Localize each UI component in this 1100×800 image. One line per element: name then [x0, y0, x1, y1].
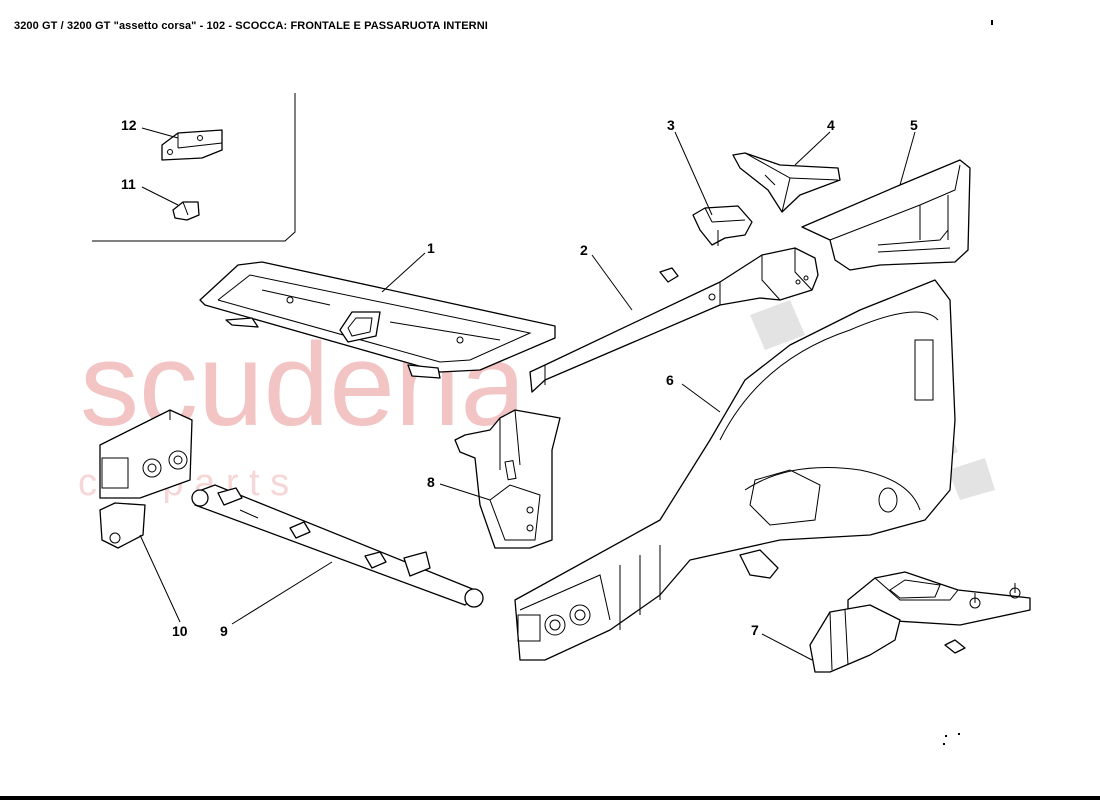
part-9-cross-tube[interactable]	[191, 484, 484, 608]
part-3-small-bracket[interactable]	[692, 205, 753, 246]
callout-3: 3	[667, 117, 675, 133]
callout-numbers: 12 11 1 2 3 4 5 6 7 8 9 10	[121, 117, 918, 639]
callout-5: 5	[910, 117, 918, 133]
part-2-upper-rail[interactable]	[529, 247, 819, 393]
part-4-bracket[interactable]	[732, 152, 841, 213]
scan-specks	[943, 20, 993, 745]
part-5-wheelarch-extension[interactable]	[801, 159, 971, 271]
leader-lines	[139, 127, 916, 661]
part-1-cross-panel[interactable]	[199, 261, 556, 379]
page-title: 3200 GT / 3200 GT "assetto corsa" - 102 …	[14, 20, 488, 32]
part-6-inner-wheelhouse[interactable]	[514, 279, 956, 661]
callout-6: 6	[666, 372, 674, 388]
bottom-border	[0, 796, 1100, 800]
callout-11: 11	[121, 176, 136, 192]
callout-12: 12	[121, 117, 137, 133]
callout-9: 9	[220, 623, 228, 639]
part-11-clip[interactable]	[172, 201, 200, 221]
callout-8: 8	[427, 474, 435, 490]
callout-7: 7	[751, 622, 759, 638]
callout-10: 10	[172, 623, 188, 639]
callout-4: 4	[827, 117, 835, 133]
part-8-vertical-bracket[interactable]	[454, 409, 561, 549]
callout-2: 2	[580, 242, 588, 258]
part-12-bracket[interactable]	[161, 129, 223, 161]
inset-frame	[92, 93, 296, 242]
part-10-front-crossmember[interactable]	[99, 409, 193, 549]
part-7-mount-bracket[interactable]	[809, 571, 1031, 673]
callout-1: 1	[427, 240, 435, 256]
